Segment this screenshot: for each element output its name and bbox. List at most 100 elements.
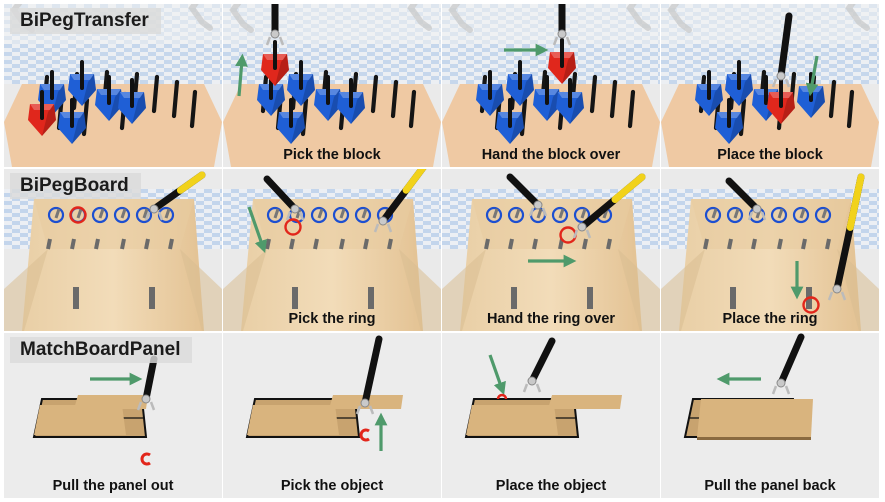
panel-cell: Place the ring [661,169,879,331]
blue-block [476,70,504,116]
panel [548,395,622,409]
blue-ring [704,206,722,224]
blue-ring [792,206,810,224]
robot-arm [827,173,865,301]
step-caption: Pick the block [223,147,441,163]
robot-arm [552,4,572,46]
robot-arm [144,171,206,221]
panel-cell: BiPegTransfer [4,4,222,167]
step-caption-text: Hand the ring over [486,311,616,327]
red-block [261,40,289,86]
blue-block [695,70,723,116]
step-caption: Pick the object [223,478,441,494]
panel-cell: Hand the block over [442,4,660,167]
panel-cell: Pull the panel back [661,333,879,498]
blue-ring [573,206,591,224]
peg [589,74,598,114]
step-caption-text: Pull the panel back [704,478,836,494]
robot-arm [136,355,158,411]
blue-ring [135,206,153,224]
motion-arrow [247,206,267,254]
panel-cell: Pick the object [223,333,441,498]
blue-block [257,70,285,116]
blue-ring [310,206,328,224]
scene-illustration [442,169,660,331]
row-title: BiPegTransfer [10,8,161,34]
peg [151,74,160,114]
scene-illustration [4,169,222,331]
blue-ring [332,206,350,224]
blue-block [118,78,146,124]
step-caption-text: Pull the panel out [52,478,174,494]
panel-cell: Pick the block [223,4,441,167]
blue-ring [91,206,109,224]
scene-illustration [661,169,879,331]
red-block [28,90,56,136]
peg [609,79,618,119]
step-caption-text: Place the object [495,478,607,494]
blue-block [277,98,305,144]
step-caption-text: Place the ring [722,311,818,327]
panel [697,399,813,437]
robot-arm [771,333,805,395]
step-caption-text: Pick the block [283,147,381,163]
step-caption-text: Hand the block over [481,147,621,163]
scene-illustration [223,169,441,331]
step-caption: Pull the panel back [661,478,879,494]
red-block [548,38,576,84]
scene-illustration [661,4,879,167]
step-caption [4,311,222,327]
motion-arrow [805,55,819,97]
blue-block [337,78,365,124]
robot-arm [373,169,427,233]
blue-block [58,98,86,144]
scene-illustration [661,333,879,498]
blue-block [725,60,753,106]
row-title: MatchBoardPanel [10,337,193,363]
step-caption-text: Pick the object [280,478,384,494]
step-caption: Hand the ring over [442,311,660,327]
peg [846,89,855,129]
blue-ring [354,206,372,224]
peg [390,79,399,119]
blue-ring [485,206,503,224]
red-object [359,428,370,442]
blue-ring [770,206,788,224]
peg [828,79,837,119]
peg [408,89,417,129]
step-caption: Place the object [442,478,660,494]
red-ring [802,296,820,314]
panel-cell: Hand the ring over [442,169,660,331]
robot-arm [265,4,285,46]
step-caption-text [111,311,115,327]
panel-cell: Place the block [661,4,879,167]
blue-ring [726,206,744,224]
blue-block [506,60,534,106]
blue-block [496,98,524,144]
scene-illustration [223,333,441,498]
robot-arm [263,175,305,221]
step-caption: Pull the panel out [4,478,222,494]
robot-arm [771,12,793,88]
blue-ring [266,206,284,224]
blue-ring [814,206,832,224]
red-block [767,78,795,124]
scene-illustration [442,4,660,167]
row-title: BiPegBoard [10,173,141,199]
step-caption: Pick the ring [223,311,441,327]
peg [627,89,636,129]
blue-block [556,78,584,124]
scene-illustration [442,333,660,498]
red-ring [284,218,302,236]
step-caption-text: Place the block [717,147,823,163]
panel-cell: Pick the ring [223,169,441,331]
peg [370,74,379,114]
blue-ring [551,206,569,224]
panel-cell: BiPegBoard [4,169,222,331]
step-caption: Hand the block over [442,147,660,163]
blue-block [314,75,342,121]
step-caption-text [111,147,115,163]
robot-arm [725,177,767,221]
